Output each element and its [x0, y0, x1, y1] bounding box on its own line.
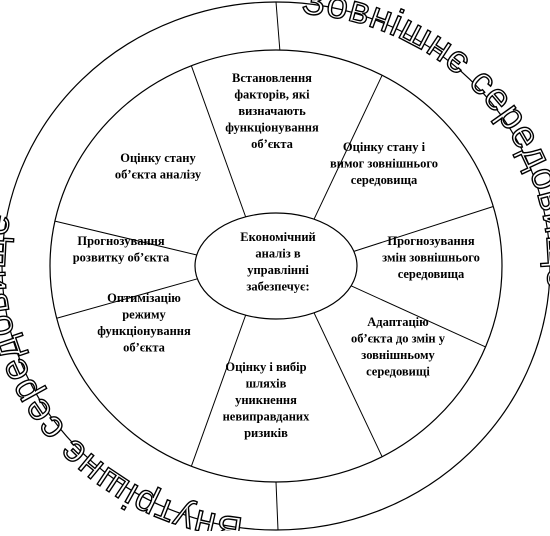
segment-1-text-line: об’єкта — [251, 137, 294, 151]
center-text-line: аналіз в — [255, 247, 300, 261]
segment-divider-7 — [56, 278, 198, 319]
segment-2-text: Оцінку стану і вимог зовнішнього середовищ… — [330, 140, 438, 187]
segment-5-text-line: Оцінку і вибір — [225, 360, 306, 374]
segment-3-text-line: Прогнозування — [387, 234, 474, 248]
segment-6-text-line: режиму — [122, 308, 166, 322]
segment-5-text-line: уникнення — [235, 393, 297, 407]
center-text-line: Економічний — [240, 230, 315, 244]
ring-divider-top — [275, 1, 281, 53]
segment-5-text-line: шляхів — [246, 377, 287, 391]
segment-4-text-line: Адаптацію — [367, 315, 429, 329]
segment-1-text: Встановлення факторів, які визначають функц… — [225, 71, 319, 151]
segment-divider-6 — [190, 314, 247, 467]
segment-4-text: Адаптацію об’єкта до змін у зовнішньому сер… — [351, 315, 446, 379]
segment-4-text-line: зовнішньому — [361, 348, 435, 362]
segment-2-text-line: середовища — [351, 173, 418, 187]
segment-7-text-line: Прогнозування — [77, 234, 164, 248]
segment-8-text-line: Оцінку стану — [120, 151, 196, 165]
segment-divider-4 — [350, 285, 486, 348]
segment-4-text-line: середовищі — [366, 365, 430, 379]
segment-3-text-line: змін зовнішнього — [382, 251, 480, 265]
center-ellipse — [194, 212, 358, 320]
segment-2-text-line: вимог зовнішнього — [330, 157, 438, 171]
segment-divider-2 — [313, 75, 383, 220]
segment-6-text: Оптимізацію режиму функціонування об’єкта — [97, 291, 191, 355]
segment-8-text: Оцінку стану об’єкта аналізу — [115, 151, 202, 182]
segment-5-text-line: ризиків — [244, 426, 288, 440]
segment-8-text-line: об’єкта аналізу — [115, 168, 202, 182]
segment-4-text-line: об’єкта до змін у — [351, 332, 446, 346]
center-text-line: забезпечує: — [246, 280, 309, 294]
segment-2-text-line: Оцінку стану і — [343, 140, 426, 154]
segment-divider-5 — [313, 312, 383, 457]
segment-5-text: Оцінку і вибір шляхів уникнення невиправдан… — [223, 360, 311, 440]
ring-divider-bottom — [275, 481, 279, 531]
segment-1-text-line: факторів, які — [234, 88, 310, 102]
segment-1-text-line: функціонування — [225, 121, 319, 135]
segment-divider-8 — [54, 220, 197, 256]
segment-3-text-line: середовища — [398, 267, 465, 281]
segment-6-text-line: функціонування — [97, 324, 191, 338]
segment-1-text-line: Встановлення — [232, 71, 312, 85]
segment-divider-3 — [353, 205, 494, 252]
center-text-line: управлінні — [247, 263, 309, 277]
segment-6-text-line: об’єкта — [123, 341, 166, 355]
segment-3-text: Прогнозування змін зовнішнього середовища — [382, 234, 480, 281]
segment-5-text-line: невиправданих — [223, 410, 311, 424]
center-text: Економічний аналіз в управлінні забезпечує: — [240, 230, 315, 294]
segment-1-text-line: визначають — [238, 104, 306, 118]
segment-6-text-line: Оптимізацію — [107, 291, 181, 305]
segment-divider-1 — [190, 65, 247, 218]
segment-7-text-line: розвитку об’єкта — [73, 251, 170, 265]
segment-7-text: Прогнозування розвитку об’єкта — [73, 234, 170, 265]
